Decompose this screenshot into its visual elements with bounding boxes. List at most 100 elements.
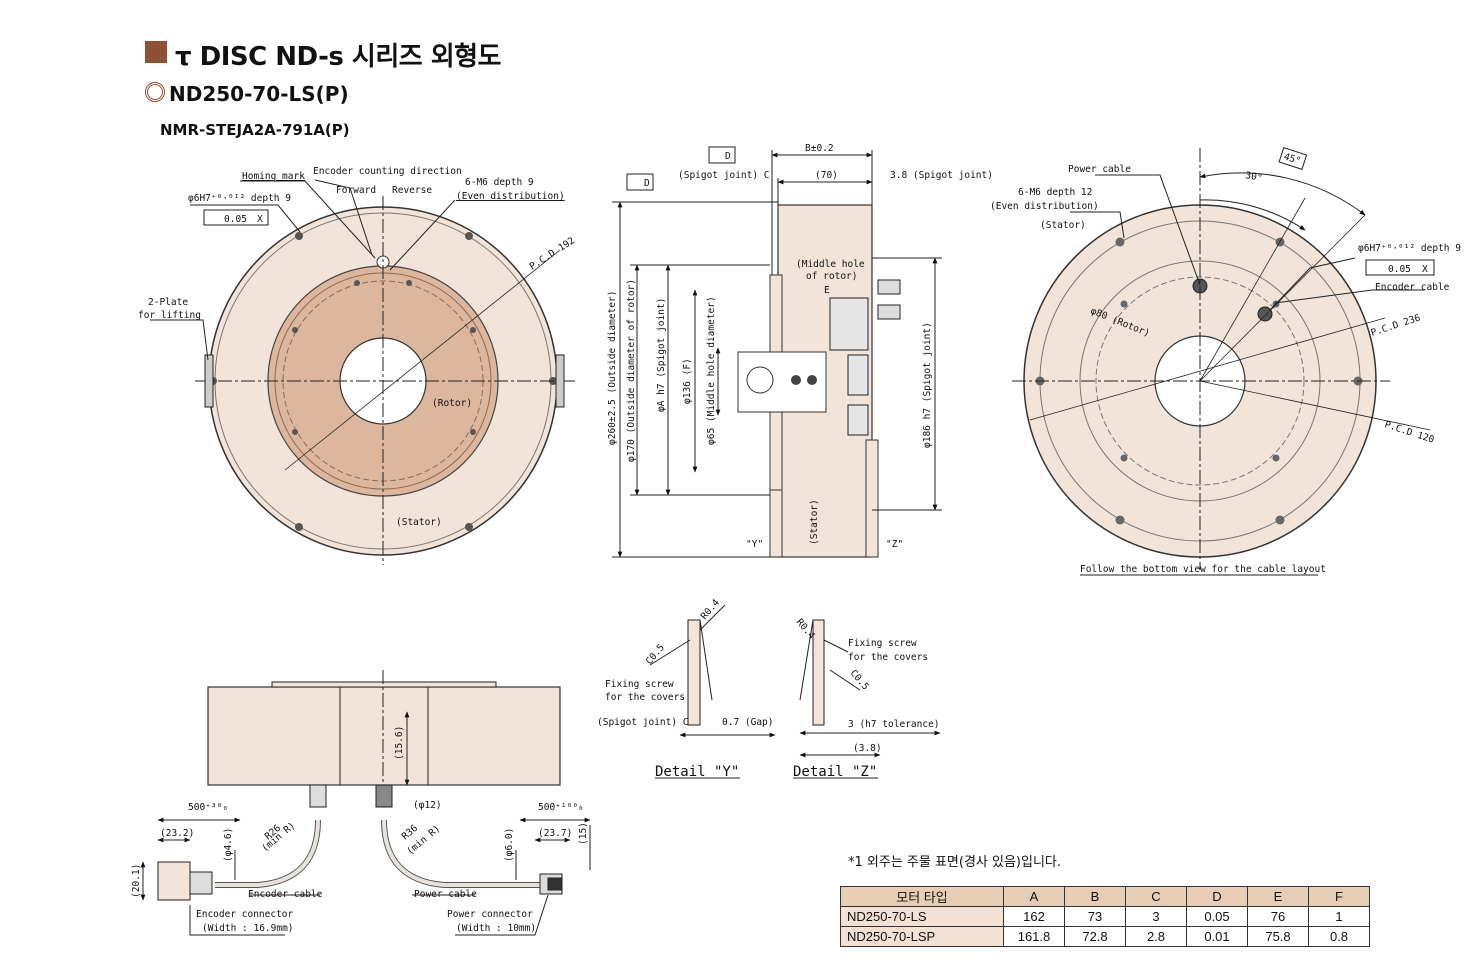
pcd-120-label: P.C.D 120 — [1383, 419, 1436, 445]
row-b: 72.8 — [1064, 926, 1126, 947]
rotor-label: (Rotor) — [432, 398, 472, 409]
len-left-label: 500⁺³⁰₀ — [188, 802, 228, 813]
b-dim-label: B±0.2 — [805, 143, 834, 154]
hole-dia-label: φ65 (Middle hole diameter) — [706, 296, 717, 445]
angle-45-label: 45° — [1282, 151, 1302, 167]
table-row: ND250-70-LS 162 73 3 0.05 76 1 — [840, 906, 1370, 927]
bottom-pin-hole-label: φ6H7⁺⁰·⁰¹² depth 9 — [1358, 243, 1461, 254]
bottom-stator-label: (Stator) — [1040, 220, 1086, 231]
middle-hole-label: (Middle hole — [796, 259, 865, 270]
front-view — [150, 179, 575, 565]
row-b: 73 — [1064, 906, 1126, 927]
header-e: E — [1247, 886, 1309, 907]
z-c05-label: C0.5 — [848, 668, 871, 693]
power-cable-label-2: Power cable — [414, 889, 477, 900]
angle-45-frame — [1278, 147, 1308, 170]
pcd-236-label: P.C.D 236 — [1370, 312, 1423, 338]
model-label: ND250-70-LS(P) — [169, 82, 349, 106]
datum-d-label-2: D — [725, 151, 731, 162]
detail-views — [649, 604, 941, 779]
power-connector-label: Power connector — [447, 909, 533, 920]
cable-layout-caption: Follow the bottom view for the cable lay… — [1080, 564, 1326, 575]
dim-46-label: (φ4.6) — [223, 828, 234, 862]
double-circle-icon — [145, 82, 165, 102]
row-c: 3 — [1125, 906, 1187, 927]
z-fixing-label: Fixing screw — [848, 638, 917, 649]
row-name: ND250-70-LSP — [840, 926, 1004, 947]
header-c: C — [1125, 886, 1187, 907]
a-dia-label: φA h7 (Spigot joint) — [656, 298, 667, 412]
detail-y-title: Detail "Y" — [655, 764, 739, 780]
pcd-192-label: P.C.D 192 — [528, 235, 577, 272]
row-a: 161.8 — [1003, 926, 1065, 947]
dim-201-label: (20.1) — [131, 864, 142, 898]
homing-mark-label: Homing mark — [242, 171, 305, 182]
dim-70-label: (70) — [815, 170, 838, 181]
encoder-cable-label-2: Encoder cable — [248, 889, 323, 900]
z-fixing-label-2: for the covers — [848, 652, 928, 663]
cable-view-labels: 500⁺³⁰₀ 500⁺¹⁰⁰₀ (23.2) (23.7) (15.6) (φ… — [131, 726, 589, 934]
header-motor-type: 모터 타입 — [840, 886, 1004, 907]
z-h7-label: 3 (h7 tolerance) — [848, 719, 940, 730]
y-c05-label: C0.5 — [644, 642, 667, 667]
row-d: 0.01 — [1186, 926, 1248, 947]
header-f: F — [1308, 886, 1370, 907]
stator-label: (Stator) — [396, 517, 442, 528]
bottom-even-label: (Even distribution) — [990, 201, 1099, 212]
rotor-dia-label: φ170 (Outside diameter of rotor) — [626, 279, 637, 462]
bottom-tolerance-value: 0.05 — [1388, 264, 1411, 275]
dim-156-label: (15.6) — [394, 726, 405, 760]
outside-dia-label: φ260±2.5 (Outside diameter) — [607, 291, 618, 445]
driver-name: NMR-STEJA2A-791A(P) — [160, 121, 350, 139]
title-marker — [145, 41, 167, 63]
footnote: *1 외주는 주물 표면(경사 있음)입니다. — [848, 855, 1062, 870]
z-mark-label: "Z" — [886, 539, 903, 550]
spigot-c-label: (Spigot joint) C — [678, 170, 770, 181]
y-mark-label: "Y" — [746, 539, 763, 550]
z-38-label: (3.8) — [853, 743, 882, 754]
detail-z-title: Detail "Z" — [793, 764, 877, 780]
encoder-direction-label: Encoder counting direction — [313, 166, 462, 177]
datum-d-frame — [626, 173, 654, 191]
row-e: 75.8 — [1247, 926, 1309, 947]
tolerance-frame — [203, 209, 269, 226]
middle-hole-label-2: of rotor) — [806, 271, 857, 282]
y-fixing-label: Fixing screw — [605, 679, 674, 690]
y-gap-label: 0.7 (Gap) — [722, 717, 773, 728]
row-name: ND250-70-LS — [840, 906, 1004, 927]
encoder-width-label: (Width : 16.9mm) — [202, 923, 294, 934]
power-cable-label: Power cable — [1068, 164, 1131, 175]
page-title: τ DISC ND-s 시리즈 외형도 — [175, 42, 501, 72]
e-label: E — [824, 285, 830, 296]
dim-15-label: (15) — [578, 822, 589, 845]
reverse-label: Reverse — [392, 185, 432, 196]
y-spigot-label: (Spigot joint) C — [597, 717, 689, 728]
tolerance-value: 0.05 — [224, 214, 247, 225]
encoder-cable-label: Encoder cable — [1375, 282, 1450, 293]
bottom-view — [1012, 148, 1431, 576]
dim-232-label: (23.2) — [160, 828, 194, 839]
header-d: D — [1186, 886, 1248, 907]
even-distribution-label: (Even distribution) — [456, 191, 565, 202]
cable-view — [140, 670, 591, 936]
row-a: 162 — [1003, 906, 1065, 927]
header-a: A — [1003, 886, 1065, 907]
bottom-holes-label: 6-M6 depth 12 — [1018, 187, 1092, 198]
y-fixing-label-2: for the covers — [605, 692, 685, 703]
side-view — [612, 146, 942, 558]
bottom-tolerance-datum: X — [1422, 264, 1428, 275]
side-view-labels: D D (Spigot joint) C B±0.2 (70) 3.8 (Spi… — [607, 143, 993, 550]
lifting-plate-label-2: for lifting — [138, 310, 201, 321]
stator-side-label: (Stator) — [809, 499, 820, 545]
datum-d-label: D — [644, 178, 650, 189]
dim-237-label: (23.7) — [538, 828, 572, 839]
holes-label: 6-M6 depth 9 — [465, 177, 534, 188]
bottom-tolerance-frame — [1365, 259, 1435, 276]
f-dia-label: φ136 (F) — [682, 358, 693, 404]
row-e: 76 — [1247, 906, 1309, 927]
lifting-plate-label: 2-Plate — [148, 297, 188, 308]
row-c: 2.8 — [1125, 926, 1187, 947]
row-d: 0.05 — [1186, 906, 1248, 927]
encoder-connector-label: Encoder connector — [196, 909, 294, 920]
